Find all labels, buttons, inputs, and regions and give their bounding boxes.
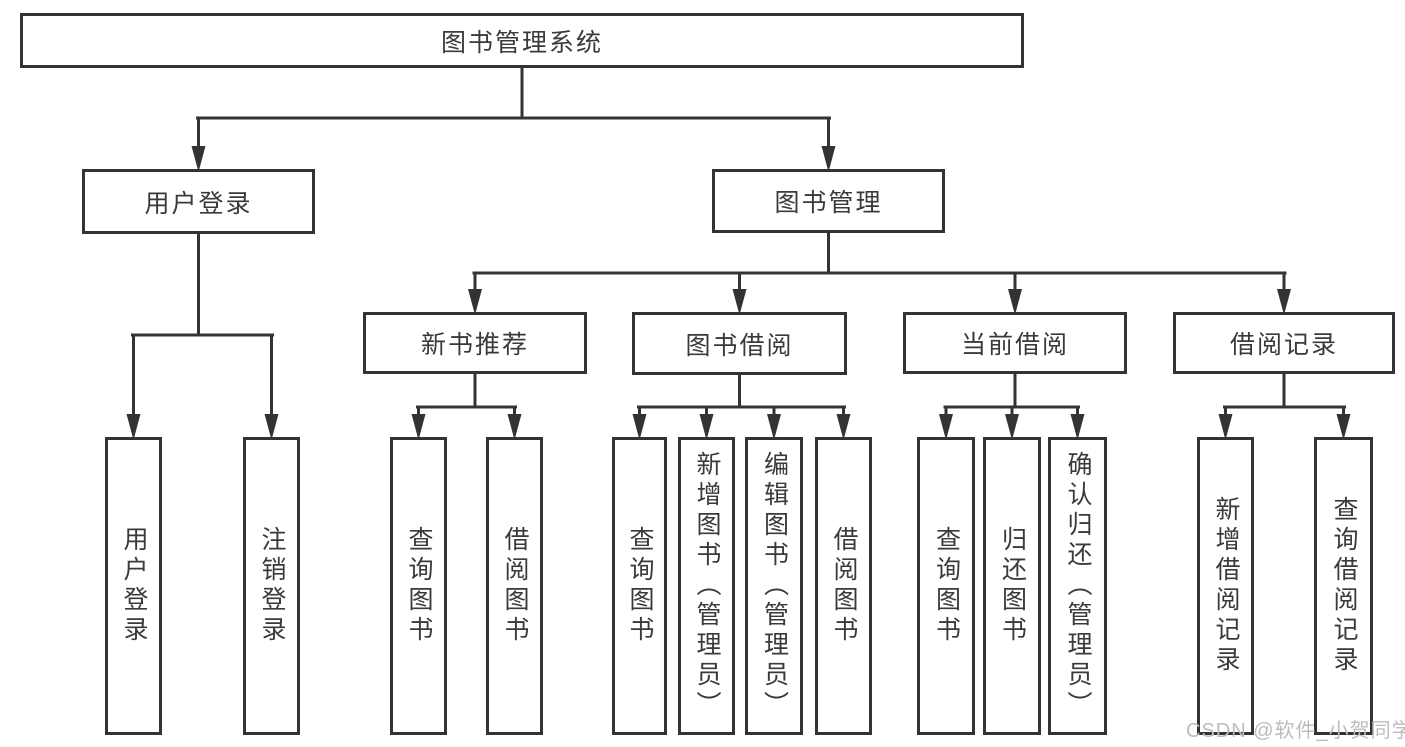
node-leaf-confirm-return: 确认归还（管理员） bbox=[1048, 437, 1107, 735]
node-label: 用户登录 bbox=[120, 526, 148, 646]
node-label: 借阅图书 bbox=[830, 526, 858, 646]
node-leaf-add-record: 新增借阅记录 bbox=[1197, 437, 1254, 735]
arrow-head bbox=[1277, 289, 1291, 315]
node-leaf-borrow-book-1: 借阅图书 bbox=[486, 437, 543, 735]
watermark-text: CSDN @软件_小贺同学 bbox=[1186, 720, 1405, 742]
node-leaf-query-book-2: 查询图书 bbox=[612, 437, 667, 735]
node-label: 查询借阅记录 bbox=[1330, 496, 1358, 676]
node-leaf-edit-book: 编辑图书（管理员） bbox=[745, 437, 803, 735]
node-borrow-records: 借阅记录 bbox=[1173, 312, 1395, 374]
node-label: 归还图书 bbox=[998, 526, 1027, 646]
arrow-head bbox=[1336, 414, 1351, 440]
arrow-head bbox=[836, 414, 851, 440]
node-label: 编辑图书（管理员） bbox=[760, 451, 789, 721]
node-leaf-query-record: 查询借阅记录 bbox=[1314, 437, 1373, 735]
node-book-borrow: 图书借阅 bbox=[632, 312, 847, 375]
arrow-head bbox=[411, 414, 426, 440]
node-label: 查询图书 bbox=[626, 526, 654, 646]
node-current-borrow: 当前借阅 bbox=[903, 312, 1127, 374]
node-label: 注销登录 bbox=[258, 526, 286, 646]
node-label: 新增图书（管理员） bbox=[693, 451, 721, 721]
node-label: 确认归还（管理员） bbox=[1064, 451, 1092, 721]
node-label: 当前借阅 bbox=[960, 331, 1069, 359]
arrow-head bbox=[191, 146, 206, 172]
node-new-book-rec: 新书推荐 bbox=[363, 312, 587, 374]
node-label: 借阅图书 bbox=[501, 526, 529, 646]
node-leaf-add-book: 新增图书（管理员） bbox=[678, 437, 735, 735]
arrow-head bbox=[699, 414, 714, 440]
node-user-login: 用户登录 bbox=[82, 169, 315, 234]
arrow-head bbox=[126, 414, 141, 440]
arrow-head bbox=[1005, 414, 1019, 440]
node-label: 图书借阅 bbox=[685, 331, 794, 360]
node-label: 新书推荐 bbox=[420, 331, 529, 359]
node-root: 图书管理系统 bbox=[20, 13, 1024, 68]
arrow-head bbox=[821, 146, 836, 172]
node-book-mgmt: 图书管理 bbox=[712, 169, 945, 233]
node-leaf-borrow-book-2: 借阅图书 bbox=[815, 437, 872, 735]
node-leaf-query-book-1: 查询图书 bbox=[390, 437, 447, 735]
arrow-head bbox=[767, 414, 781, 440]
arrow-head bbox=[1070, 414, 1085, 440]
node-label: 借阅记录 bbox=[1229, 331, 1338, 359]
node-label: 新增借阅记录 bbox=[1212, 496, 1240, 676]
node-leaf-query-book-3: 查询图书 bbox=[917, 437, 975, 735]
arrow-head bbox=[507, 414, 522, 440]
arrow-head bbox=[632, 414, 647, 440]
node-leaf-return-book: 归还图书 bbox=[983, 437, 1041, 735]
node-label: 用户登录 bbox=[144, 189, 253, 218]
arrow-head bbox=[732, 289, 747, 315]
node-label: 查询图书 bbox=[932, 526, 961, 646]
arrow-head bbox=[468, 289, 482, 315]
node-leaf-user-login: 用户登录 bbox=[105, 437, 162, 735]
arrow-head bbox=[264, 414, 279, 440]
node-label: 查询图书 bbox=[405, 526, 433, 646]
node-leaf-logout: 注销登录 bbox=[243, 437, 300, 735]
arrow-head bbox=[939, 414, 953, 440]
node-label: 图书管理系统 bbox=[440, 28, 603, 57]
arrow-head bbox=[1008, 289, 1022, 315]
node-label: 图书管理 bbox=[774, 189, 883, 217]
arrow-head bbox=[1218, 414, 1233, 440]
